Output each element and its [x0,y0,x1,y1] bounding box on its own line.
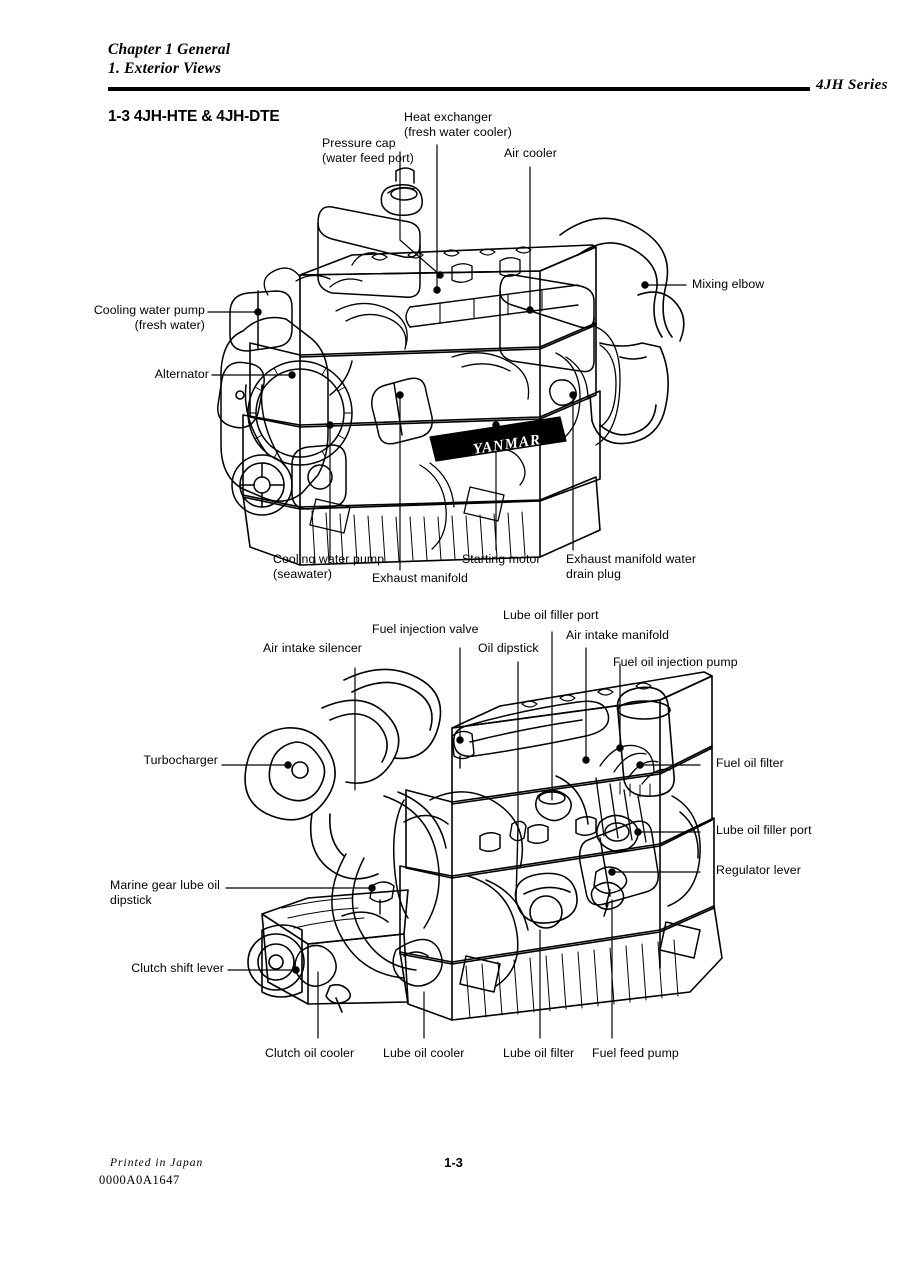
callout-lube-oil-filler-port-side: Lube oil filler port [716,823,812,837]
callout-regulator-lever: Regulator lever [716,863,801,877]
engine-block-lower [399,671,723,1021]
document-code: 0000A0A1647 [99,1173,180,1187]
section-subtitle: 1. Exterior Views [108,60,222,77]
engine-block-upper [242,244,601,566]
callout-lube-oil-cooler: Lube oil cooler [383,1046,465,1060]
hoses-brackets-upper [263,252,621,550]
callout-fuel-feed-pump: Fuel feed pump [592,1046,679,1060]
lube-oil-filler-side-lower [596,814,639,853]
callout-pressure-cap: Pressure cap (water feed port) [322,136,414,165]
clutch-oil-cooler-lower [294,944,337,987]
callout-heat-exchanger: Heat exchanger (fresh water cooler) [404,110,512,139]
marine-gear-lower [247,889,409,1013]
oil-dipstick-lower [509,820,527,901]
printed-in-japan: Printed in Japan [110,1157,204,1169]
lube-oil-filter-lower [514,872,578,929]
drain-plug-upper [549,379,577,406]
leader-lines [207,144,687,571]
hoses-lower [331,775,701,993]
callout-clutch-shift-lever: Clutch shift lever [131,961,224,975]
seawater-pump-upper [291,444,347,510]
callout-fuel-injection-valve: Fuel injection valve [372,622,479,636]
header-rule [108,87,810,91]
callout-marine-gear-dipstick: Marine gear lube oil dipstick [110,878,220,907]
yanmar-badge-plate [429,416,567,462]
callout-air-intake-silencer: Air intake silencer [263,641,362,655]
header-rule-group: 4JH Series [108,77,903,97]
air-intake-manifold-lower [453,700,610,757]
callout-mixing-elbow: Mixing elbow [692,277,765,291]
callout-oil-dipstick: Oil dipstick [478,641,539,655]
upper-engine-figure [0,95,907,605]
callout-fuel-oil-injection-pump: Fuel oil injection pump [613,655,738,669]
callout-air-cooler: Air cooler [504,146,557,160]
callout-lube-oil-filler-port-top: Lube oil filler port [503,608,599,622]
marine-gear-dipstick-lower [369,881,395,915]
exhaust-manifold-upper [405,284,579,328]
page-title: 1-3 4JH-HTE & 4JH-DTE [108,108,280,125]
callout-exhaust-manifold: Exhaust manifold [372,571,468,585]
callout-alternator: Alternator [154,367,209,381]
fuel-oil-filter-lower [616,686,675,798]
fuel-injection-pump-lower [578,820,659,907]
callout-cooling-water-pump-fresh: Cooling water pump (fresh water) [93,303,205,332]
callout-cooling-water-pump-seawater: Cooling water pump (seawater) [273,552,385,581]
callout-lube-oil-filter: Lube oil filter [503,1046,575,1060]
fuel-feed-pump-lower [590,881,625,917]
starting-motor-upper [371,377,433,445]
belt-drive-upper [217,316,353,516]
fresh-water-pump-upper [229,290,293,352]
fuel-injection-pipes-lower [595,744,671,843]
page-number: 1-3 [444,1155,463,1170]
heat-exchanger-upper [317,167,423,298]
lube-oil-cooler-lower [392,938,443,987]
turbocharger-lower [244,668,442,880]
callout-clutch-oil-cooler: Clutch oil cooler [265,1046,355,1060]
callout-starting-motor: Starting motor [462,552,541,566]
fuel-injection-valve-lower [451,730,475,769]
lube-oil-filler-top-lower [535,789,572,822]
callout-air-intake-manifold: Air intake manifold [566,628,670,642]
page-header: Chapter 1 General 1. Exterior Views [108,40,898,78]
chapter-title: Chapter 1 General [108,41,231,58]
air-cooler-upper [499,274,595,373]
callout-fuel-oil-filter: Fuel oil filter [716,756,784,770]
lower-engine-figure [0,600,907,1070]
callout-turbocharger: Turbocharger [143,753,218,767]
series-label: 4JH Series [816,77,888,93]
callout-exhaust-drain-plug: Exhaust manifold water drain plug [566,552,697,581]
